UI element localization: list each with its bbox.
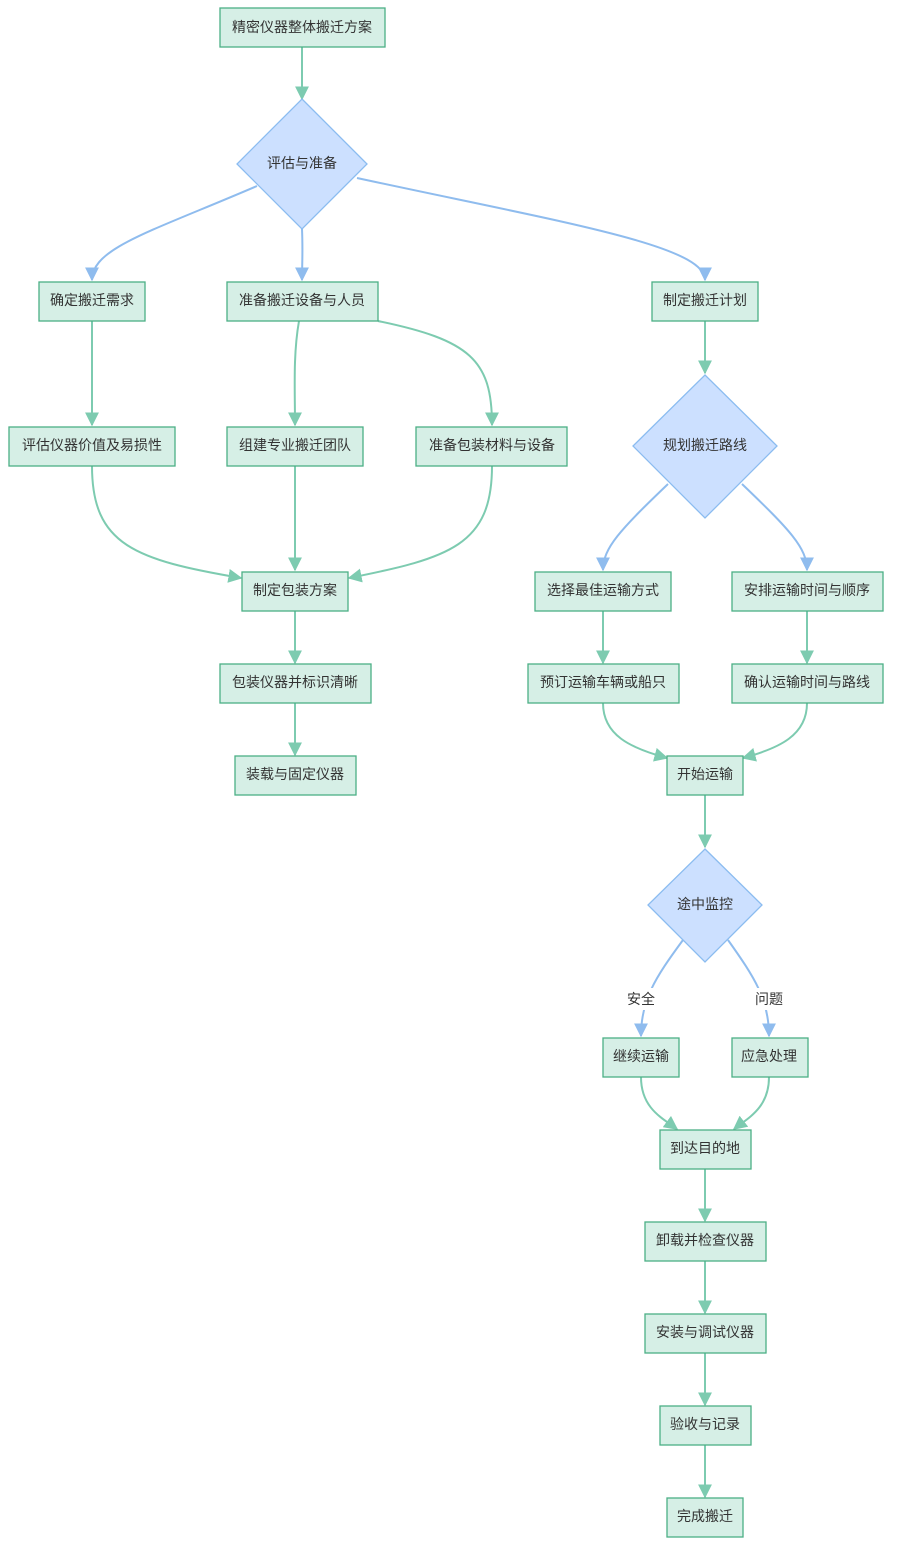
node-continue[interactable]: 继续运输 [602, 1037, 680, 1078]
decision-monitor[interactable]: 途中监控 [647, 848, 763, 963]
node-book[interactable]: 预订运输车辆或船只 [527, 663, 680, 704]
edge-route-to-schedule [741, 483, 814, 572]
edge-assess-to-plan [356, 177, 712, 282]
node-materials[interactable]: 准备包装材料与设备 [415, 426, 568, 467]
edge-assess-to-needs [85, 185, 258, 282]
node-value[interactable]: 评估仪器价值及易损性 [8, 426, 176, 467]
edge-value-to-packplan [91, 465, 243, 583]
node-arrive-label: 到达目的地 [670, 1141, 740, 1157]
node-prep-label: 准备搬迁设备与人员 [239, 292, 365, 309]
decision-assess-label: 评估与准备 [267, 155, 337, 172]
node-prep[interactable]: 准备搬迁设备与人员 [226, 281, 379, 322]
edge-continue-to-arrive [640, 1076, 679, 1130]
node-load-label: 装载与固定仪器 [246, 767, 344, 783]
node-team-label: 组建专业搬迁团队 [239, 438, 351, 454]
node-value-label: 评估仪器价值及易损性 [22, 438, 162, 454]
node-schedule[interactable]: 安排运输时间与顺序 [731, 571, 884, 612]
edge-label-safe: 安全 [627, 991, 655, 1008]
node-label-label: 包装仪器并标识清晰 [232, 675, 358, 691]
edge-labels: 安全 问题 [622, 988, 788, 1010]
node-packplan[interactable]: 制定包装方案 [241, 571, 349, 612]
nodes: 精密仪器整体搬迁方案 评估与准备 确定搬迁需求 准备搬迁设备与人员 制定搬迁计划… [8, 7, 884, 1538]
node-plan-label: 制定搬迁计划 [663, 293, 747, 309]
node-label[interactable]: 包装仪器并标识清晰 [219, 663, 372, 704]
node-unload-label: 卸载并检查仪器 [656, 1233, 754, 1249]
decision-route[interactable]: 规划搬迁路线 [632, 374, 778, 519]
node-transport[interactable]: 开始运输 [666, 755, 744, 796]
node-start[interactable]: 精密仪器整体搬迁方案 [219, 7, 386, 48]
node-schedule-label: 安排运输时间与顺序 [744, 583, 870, 599]
node-start-label: 精密仪器整体搬迁方案 [232, 19, 372, 36]
edge-prep-to-team [287, 320, 302, 427]
node-materials-label: 准备包装材料与设备 [429, 437, 555, 454]
edge-label-problem: 问题 [755, 992, 783, 1008]
node-confirm[interactable]: 确认运输时间与路线 [731, 663, 884, 704]
edge-prep-to-materials [377, 320, 499, 427]
edge-materials-to-packplan [347, 465, 493, 583]
node-accept-label: 验收与记录 [670, 1417, 740, 1433]
node-needs[interactable]: 确定搬迁需求 [38, 281, 146, 322]
node-book-label: 预订运输车辆或船只 [540, 674, 666, 691]
edge-route-to-mode [596, 483, 669, 572]
edge-emergency-to-arrive [732, 1076, 770, 1130]
edge-book-to-transport [602, 702, 669, 762]
decision-assess[interactable]: 评估与准备 [236, 98, 368, 230]
node-load[interactable]: 装载与固定仪器 [234, 755, 357, 796]
node-mode-label: 选择最佳运输方式 [547, 583, 659, 599]
node-unload[interactable]: 卸载并检查仪器 [644, 1221, 767, 1262]
node-emergency[interactable]: 应急处理 [731, 1037, 809, 1078]
node-transport-label: 开始运输 [677, 767, 733, 783]
node-packplan-label: 制定包装方案 [253, 582, 337, 599]
decision-route-label: 规划搬迁路线 [663, 438, 747, 454]
node-mode[interactable]: 选择最佳运输方式 [534, 571, 672, 612]
edges [85, 47, 814, 1499]
node-continue-label: 继续运输 [613, 1048, 669, 1065]
node-done-label: 完成搬迁 [677, 1509, 733, 1525]
node-arrive[interactable]: 到达目的地 [659, 1129, 752, 1170]
node-install-label: 安装与调试仪器 [656, 1325, 754, 1341]
node-confirm-label: 确认运输时间与路线 [744, 675, 870, 691]
edge-label-safe-bg [622, 988, 660, 1010]
node-done[interactable]: 完成搬迁 [666, 1497, 744, 1538]
node-needs-label: 确定搬迁需求 [50, 293, 134, 309]
node-emergency-label: 应急处理 [741, 1048, 797, 1065]
edge-confirm-to-transport [741, 702, 808, 762]
edge-label-problem-bg [750, 988, 788, 1010]
node-accept[interactable]: 验收与记录 [659, 1405, 752, 1446]
node-install[interactable]: 安装与调试仪器 [644, 1313, 767, 1354]
node-plan[interactable]: 制定搬迁计划 [651, 281, 759, 322]
node-team[interactable]: 组建专业搬迁团队 [226, 426, 364, 467]
decision-monitor-label: 途中监控 [677, 896, 733, 913]
